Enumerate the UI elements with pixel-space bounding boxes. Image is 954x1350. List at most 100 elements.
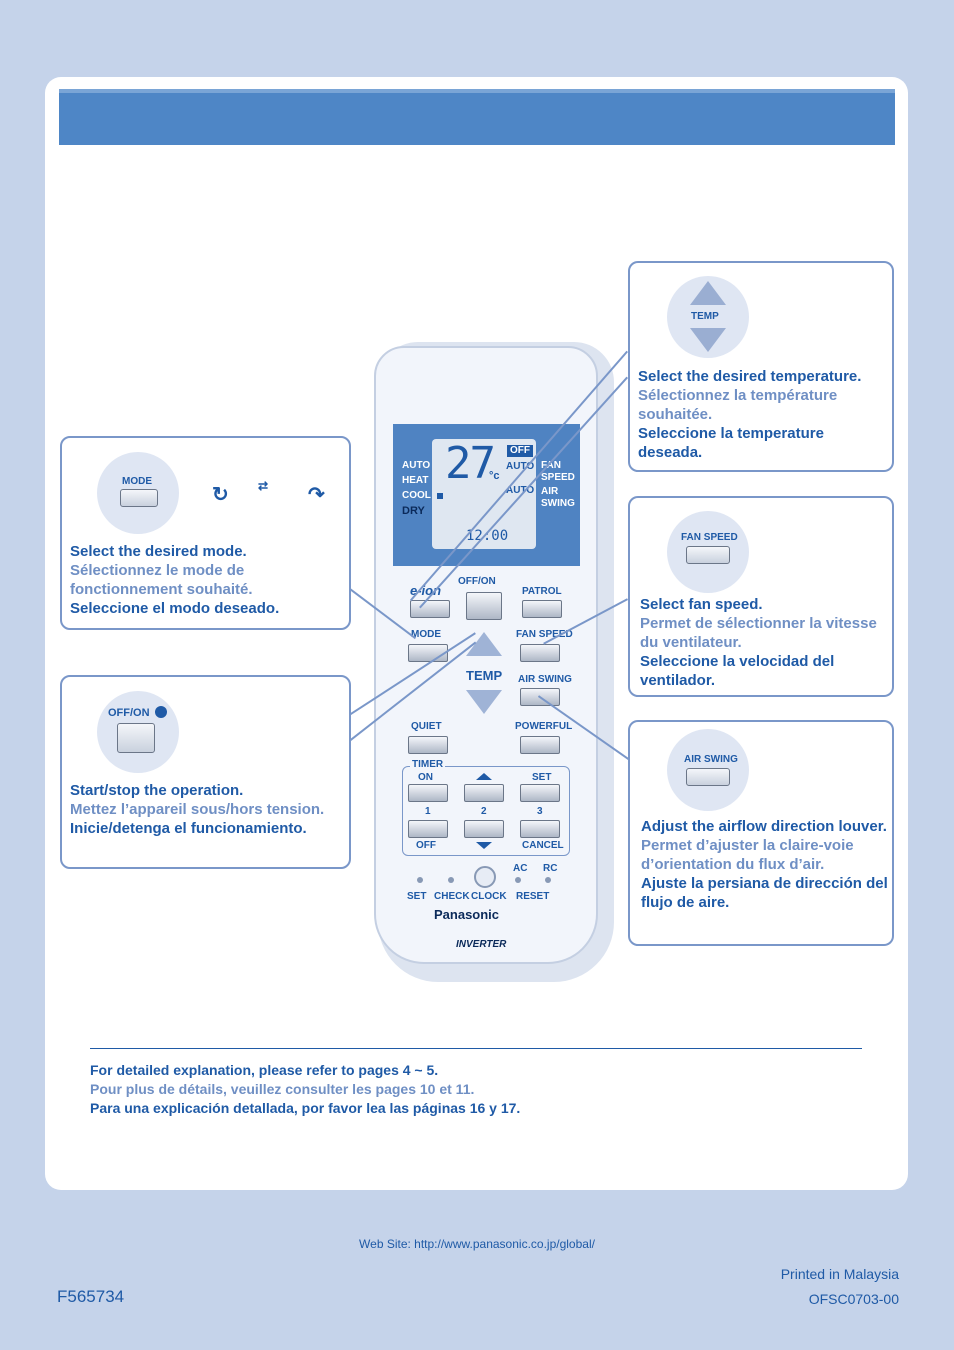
airswing-callout-button [686,768,730,786]
set-label: SET [407,891,427,902]
mode-callout-button [120,489,158,507]
powerful-label: POWERFUL [515,721,573,732]
header-bar [59,89,895,145]
mode-remote-label: MODE [411,629,441,640]
airswing-remote-label: AIR SWING [518,674,572,685]
offon-text-fr: Mettez l’appareil sous/hors tension. [70,801,325,818]
patrol-button[interactable] [522,600,562,618]
footer-rule [90,1048,862,1049]
fanspeed-text-es: Seleccione la velocidad del ventilador. [640,653,835,689]
part-number: F565734 [57,1287,125,1306]
offon-callout-label: OFF/ON [108,707,150,719]
airswing-text-fr: Permet d’ajuster la claire-voie d’orient… [641,837,854,873]
footer-note-en: For detailed explanation, please refer t… [90,1062,439,1078]
lcd-unit: °c [489,470,500,482]
set-reset-hole[interactable] [417,877,423,883]
patrol-label: PATROL [522,586,562,597]
fanspeed-callout-label: FAN SPEED [681,532,738,543]
rc-reset-hole[interactable] [545,877,551,883]
mode-text-es: Seleccione el modo deseado. [70,600,280,617]
inverter-logo: INVERTER [456,939,507,950]
rc-label: RC [543,863,558,874]
fanspeed-text-en: Select fan speed. [640,596,763,613]
doc-code: OFSC0703-00 [808,1291,899,1307]
airswing-callout: AIR SWING Adjust the airflow direction l… [628,720,894,946]
timer-button-3[interactable] [520,784,560,802]
offon-remote-button[interactable] [466,592,502,620]
mode-text-en: Select the desired mode. [70,543,247,560]
footer-note-es: Para una explicación detallada, por favo… [90,1100,521,1116]
footer-note-fr: Pour plus de détails, veuillez consulter… [90,1081,475,1097]
power-icon [155,706,167,718]
lcd-mode-indicator [437,493,443,499]
timer-set-label: SET [532,772,552,783]
timer-label: TIMER [410,759,446,770]
lcd-off-badge: OFF [507,445,533,457]
clock-label: CLOCK [471,891,507,902]
timer-cancel-label: CANCEL [522,840,564,851]
fanspeed-remote-button[interactable] [520,644,560,662]
reset-label: RESET [516,891,550,902]
eion-button[interactable] [410,600,450,618]
mode-text-fr: Sélectionnez le mode de fonctionnement s… [70,562,253,598]
temp-down-remote-button[interactable] [466,690,502,714]
timer-button-5[interactable] [464,820,504,838]
lcd-clock: 12:00 [466,528,509,544]
airswing-text-en: Adjust the airflow direction louver. [641,818,887,835]
ac-reset-hole[interactable] [515,877,521,883]
fanspeed-remote-label: FAN SPEED [516,629,573,640]
timer-on-label: ON [418,772,433,783]
airswing-callout-label: AIR SWING [684,754,738,765]
timer-button-6[interactable] [520,820,560,838]
quiet-button[interactable] [408,736,448,754]
temp-callout: TEMP Select the desired temperature. Sél… [628,261,894,472]
timer-off-label: OFF [416,840,436,851]
temp-up-icon [690,281,726,305]
lcd-mode-dry: DRY [402,505,425,517]
timer-button-4[interactable] [408,820,448,838]
timer-down-icon [476,842,492,849]
lcd-fan-auto: AUTO [506,461,535,472]
lcd-fan-label: FAN SPEED [541,460,575,483]
check-label: CHECK [434,891,470,902]
powerful-button[interactable] [520,736,560,754]
timer-num-1: 1 [425,806,431,817]
cycle-arrow-icon-1: ↻ [212,484,229,506]
temp-callout-label: TEMP [691,311,719,322]
mode-callout: MODE ↻ ⇄ ↷ Select the desired mode. Séle… [60,436,351,630]
fanspeed-callout: FAN SPEED Select fan speed. Permet de sé… [628,496,894,697]
offon-callout: OFF/ON Start/stop the operation. Mettez … [60,675,351,869]
clock-button[interactable] [474,866,496,888]
offon-remote-label: OFF/ON [458,576,496,587]
timer-num-3: 3 [537,806,543,817]
lcd-temperature: 27 [445,438,496,489]
eion-label: e-ion [410,583,442,598]
printed-in: Printed in Malaysia [780,1266,899,1282]
website-link[interactable]: Web Site: http://www.panasonic.co.jp/glo… [359,1237,595,1251]
check-hole[interactable] [448,877,454,883]
timer-up-icon [476,773,492,780]
lcd-swing-auto: AUTO [506,485,535,496]
brand-logo: Panasonic [434,907,500,922]
lcd-mode-auto: AUTO [402,460,431,471]
airswing-text-es: Ajuste la persiana de dirección del fluj… [641,875,888,911]
fanspeed-callout-button [686,546,730,564]
fanspeed-text-fr: Permet de sélectionner la vitesse du ven… [640,615,877,651]
lcd-screen [432,439,536,549]
temp-text-fr: Sélectionnez la température souhaitée. [638,387,838,423]
mode-callout-label: MODE [122,476,152,487]
timer-button-2[interactable] [464,784,504,802]
lcd-mode-cool: COOL [402,490,431,501]
temp-down-icon [690,328,726,352]
lcd-swing-label: AIR SWING [541,486,575,509]
temp-text-es: Seleccione la temperature deseada. [638,425,824,461]
temp-remote-label: TEMP [466,668,503,683]
offon-text-es: Inicie/detenga el funcionamiento. [70,820,307,837]
timer-button-1[interactable] [408,784,448,802]
cycle-arrow-icon-2: ↷ [308,484,325,506]
lcd-mode-heat: HEAT [402,475,429,486]
swap-arrow-icon: ⇄ [258,479,269,493]
temp-text-en: Select the desired temperature. [638,368,862,385]
timer-group [402,766,570,856]
ac-label: AC [513,863,528,874]
